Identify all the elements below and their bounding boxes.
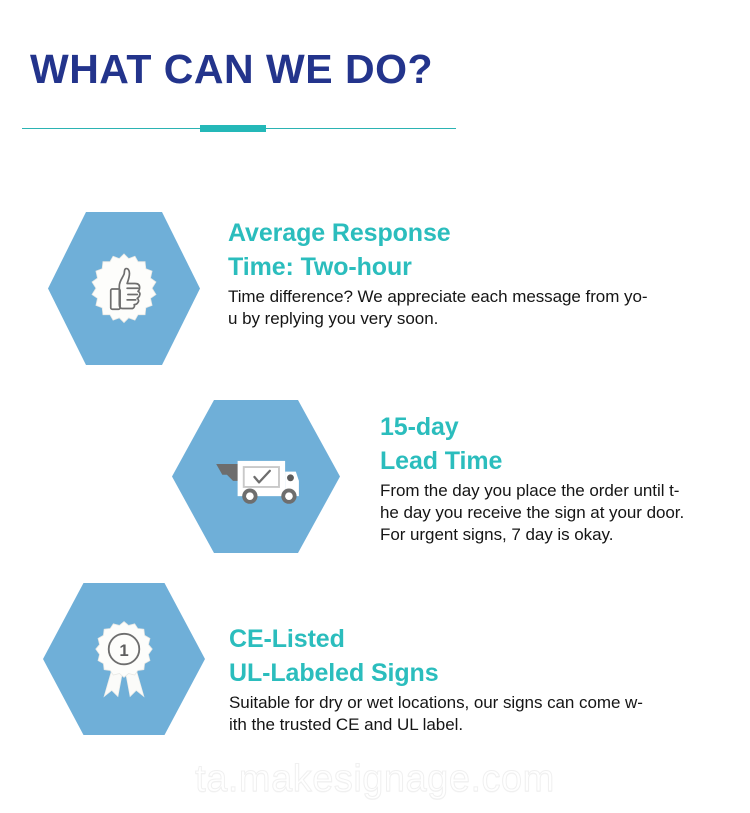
feature-body-1-line1: Time difference? We appreciate each mess… (228, 287, 648, 306)
feature-body-2: From the day you place the order until t… (380, 480, 740, 545)
feature-heading-2-line2: Lead Time (380, 447, 503, 475)
feature-body-2-line2: he day you receive the sign at your door… (380, 502, 685, 522)
svg-text:1: 1 (119, 641, 128, 660)
feature-heading-1-line1: Average Response (228, 219, 451, 247)
feature-body-1-line2: u by replying you very soon. (228, 308, 439, 328)
feature-body-3: Suitable for dry or wet locations, our s… (229, 692, 729, 736)
feature-body-2-line3: For urgent signs, 7 day is okay. (380, 524, 614, 544)
feature-text-3: CE-Listed UL-Labeled Signs Suitable for … (229, 622, 729, 736)
feature-body-2-line1: From the day you place the order until t… (380, 481, 680, 500)
divider-accent-bar (200, 125, 266, 132)
feature-body-1: Time difference? We appreciate each mess… (228, 286, 733, 330)
feature-body-3-line2: ith the trusted CE and UL label. (229, 714, 464, 734)
feature-heading-2-line1: 15-day (380, 413, 459, 441)
delivery-truck-icon (210, 441, 302, 513)
feature-heading-3-line2: UL-Labeled Signs (229, 659, 439, 687)
site-watermark: ta.makesignage.com (195, 758, 555, 801)
feature-heading-1: Average Response Time: Two-hour (228, 216, 733, 284)
title-divider (22, 125, 456, 133)
feature-heading-2: 15-day Lead Time (380, 410, 740, 478)
feature-body-3-line1: Suitable for dry or wet locations, our s… (229, 693, 643, 712)
hexagon-badge-2 (172, 400, 340, 553)
hexagon-badge-3: 1 (43, 583, 205, 735)
thumbs-up-badge-icon (85, 250, 163, 328)
feature-text-1: Average Response Time: Two-hour Time dif… (228, 216, 733, 330)
feature-text-2: 15-day Lead Time From the day you place … (380, 410, 740, 545)
feature-heading-3-line1: CE-Listed (229, 625, 345, 653)
hexagon-badge-1 (48, 212, 200, 365)
page-title: WHAT CAN WE DO? (30, 46, 434, 92)
award-ribbon-icon: 1 (87, 617, 161, 701)
feature-heading-1-line2: Time: Two-hour (228, 253, 412, 281)
feature-heading-3: CE-Listed UL-Labeled Signs (229, 622, 729, 690)
